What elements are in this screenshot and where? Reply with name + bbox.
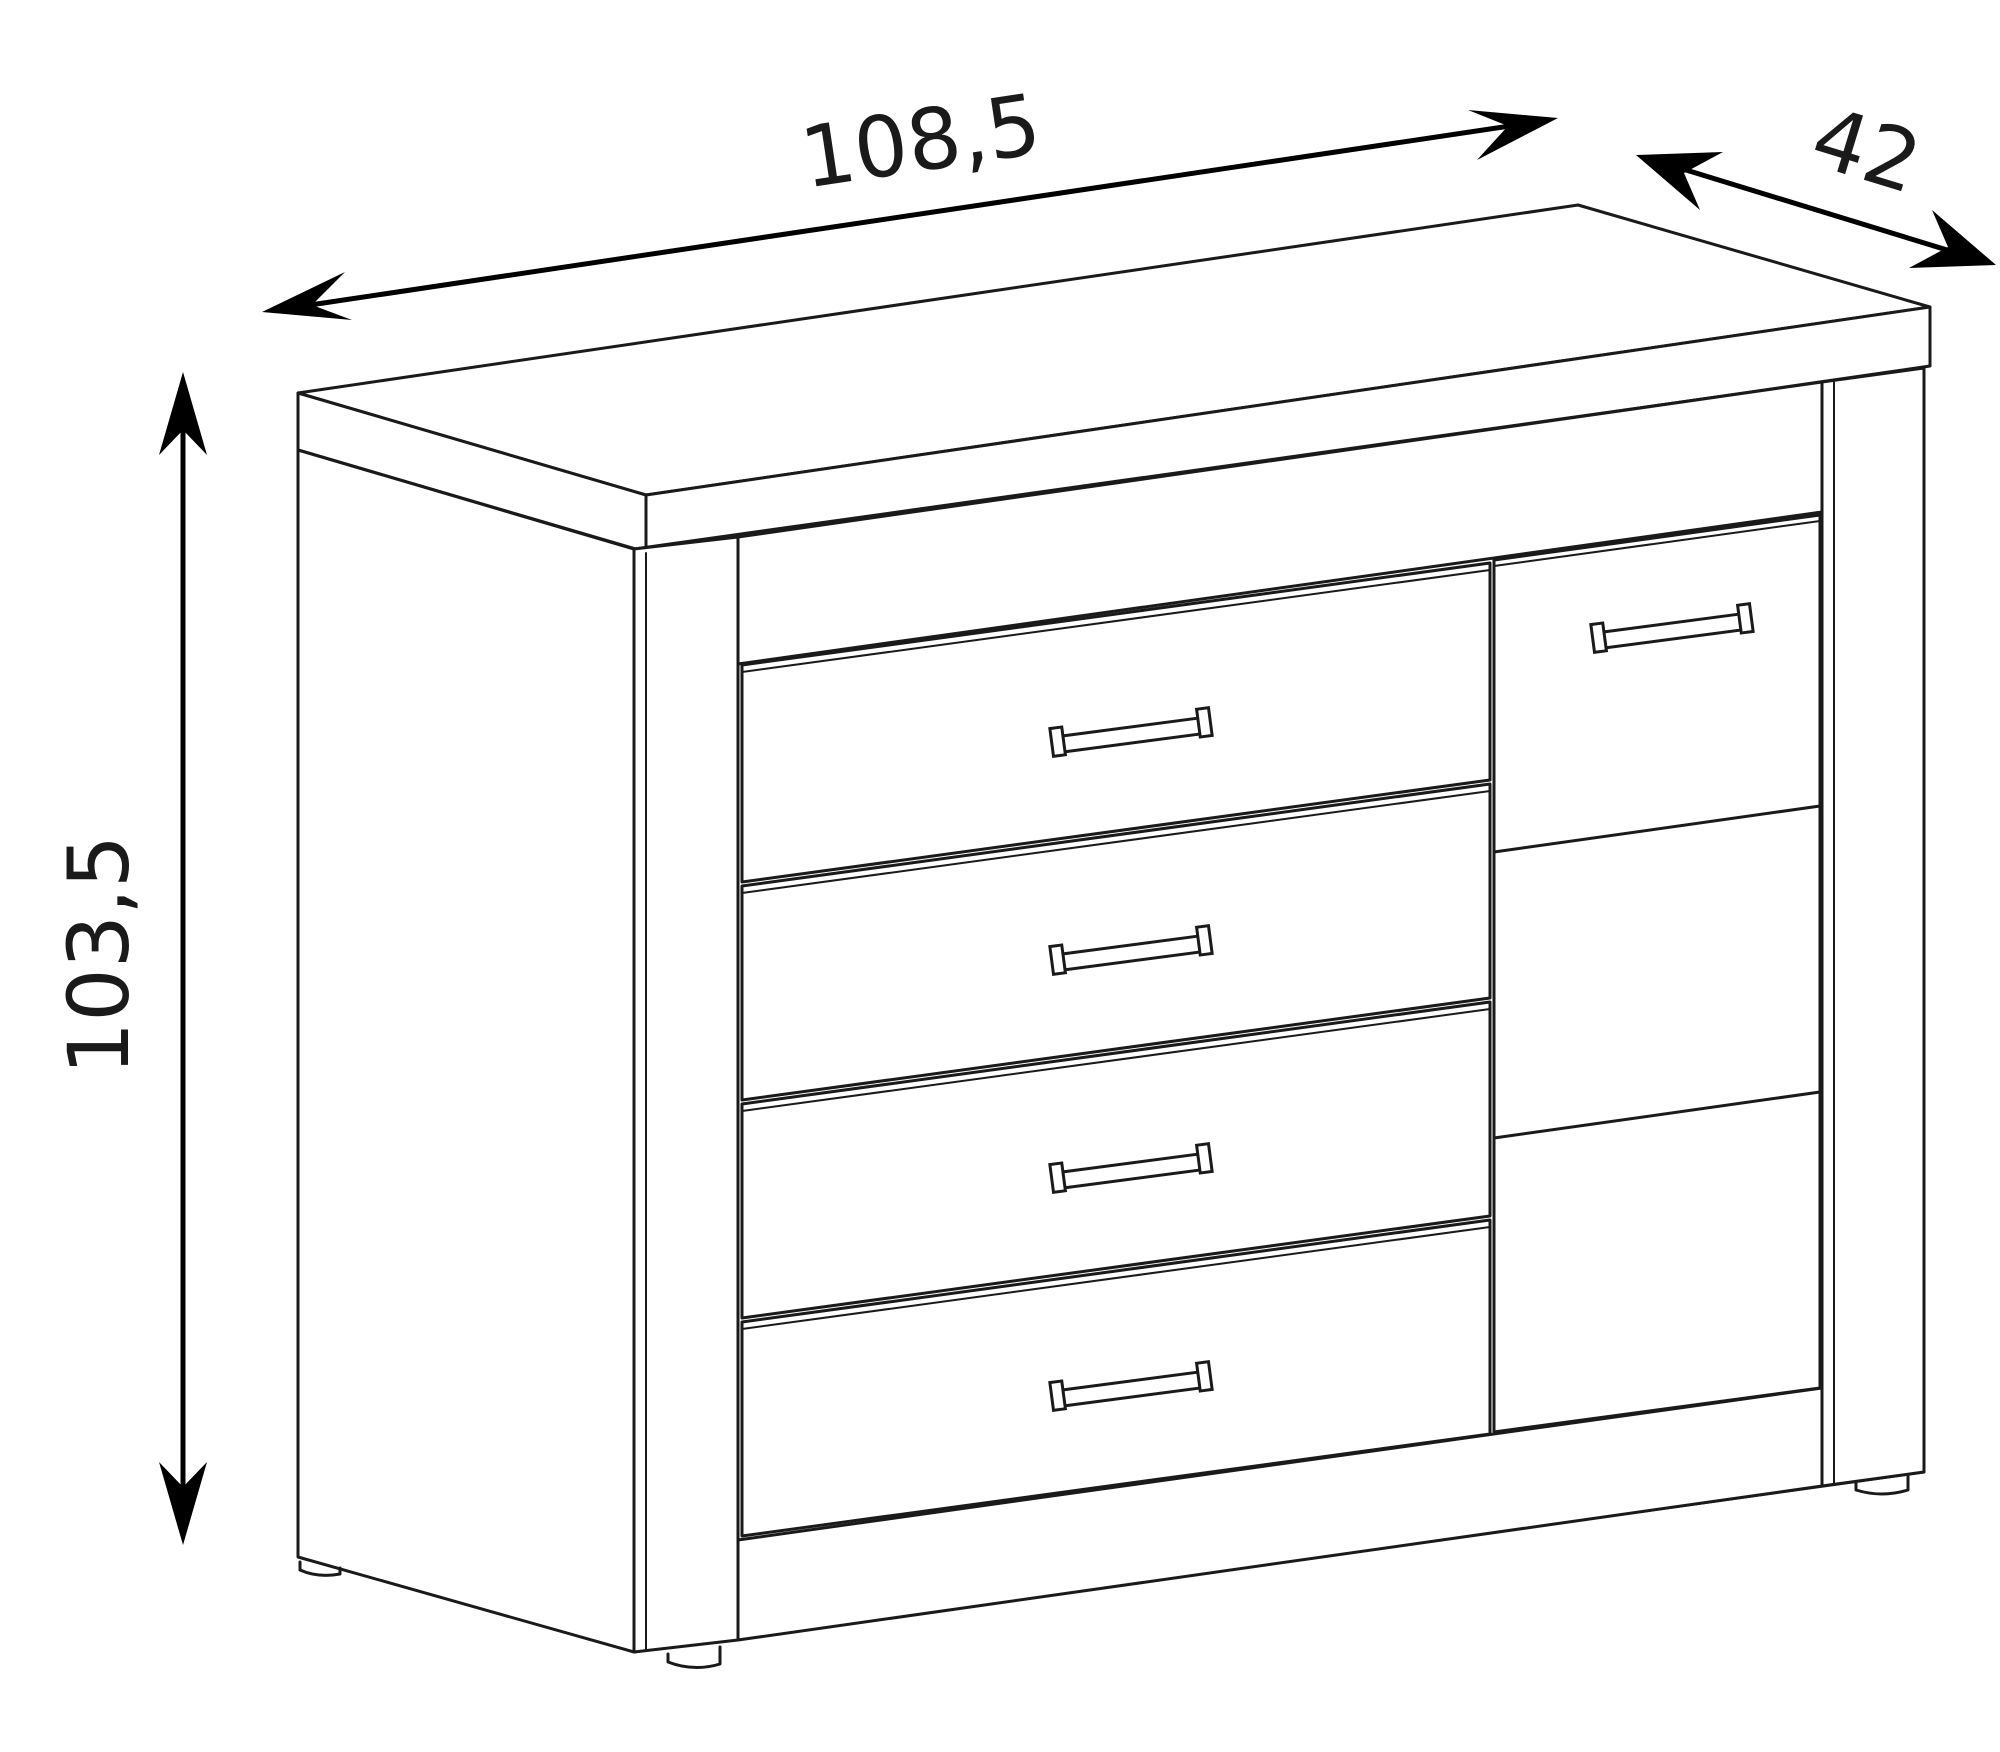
drawer-3[interactable] [740,1000,1492,1320]
foot-left-back [298,1560,342,1577]
width-arrow-left-icon [262,272,352,320]
drawer-4[interactable] [740,1218,1492,1538]
handle-drawer-4-icon[interactable] [1048,1359,1214,1413]
door-panel[interactable] [1492,513,1822,1434]
door-groove-1 [1492,804,1822,854]
foot-right-front [1854,1474,1910,1496]
drawer-1[interactable] [740,561,1492,884]
depth-dimension-line [1659,159,1971,260]
foot-left-front [666,1645,722,1669]
handle-door-icon[interactable] [1589,601,1755,655]
side-bottom-edge [297,1556,635,1653]
dresser [296,203,1932,1669]
left-front-pillar [632,535,740,1654]
depth-arrow-right-icon [1909,210,1996,268]
drawer-stack [740,561,1492,1538]
handle-drawer-2-icon[interactable] [1048,923,1214,977]
door-top-edge [1493,520,1821,567]
depth-arrow-left-icon [1636,152,1723,210]
height-arrow-bottom-icon [159,1462,207,1545]
drawer-1-top-edge [741,569,1491,673]
door-groove-2 [1492,1090,1822,1140]
cabinet-door[interactable] [1492,513,1822,1434]
left-side-panel [296,448,636,1654]
top-slab [296,203,1932,554]
width-arrow-right-icon [1468,110,1558,160]
handle-drawer-1-icon[interactable] [1048,705,1214,759]
drawer-3-top-edge [741,1008,1491,1112]
top-rail [736,380,1824,666]
height-dimension: 103,5 [50,372,207,1545]
width-dimension-line [289,120,1531,311]
drawer-2[interactable] [740,782,1492,1102]
handle-drawer-3-icon[interactable] [1048,1141,1214,1195]
drawer-4-top-edge [741,1226,1491,1330]
depth-label: 42 [1801,88,1932,213]
height-label: 103,5 [50,835,148,1075]
drawer-2-top-edge [741,790,1491,894]
right-front-pillar [1820,366,1926,1488]
height-arrow-top-icon [159,372,207,455]
width-label: 108,5 [795,75,1047,207]
